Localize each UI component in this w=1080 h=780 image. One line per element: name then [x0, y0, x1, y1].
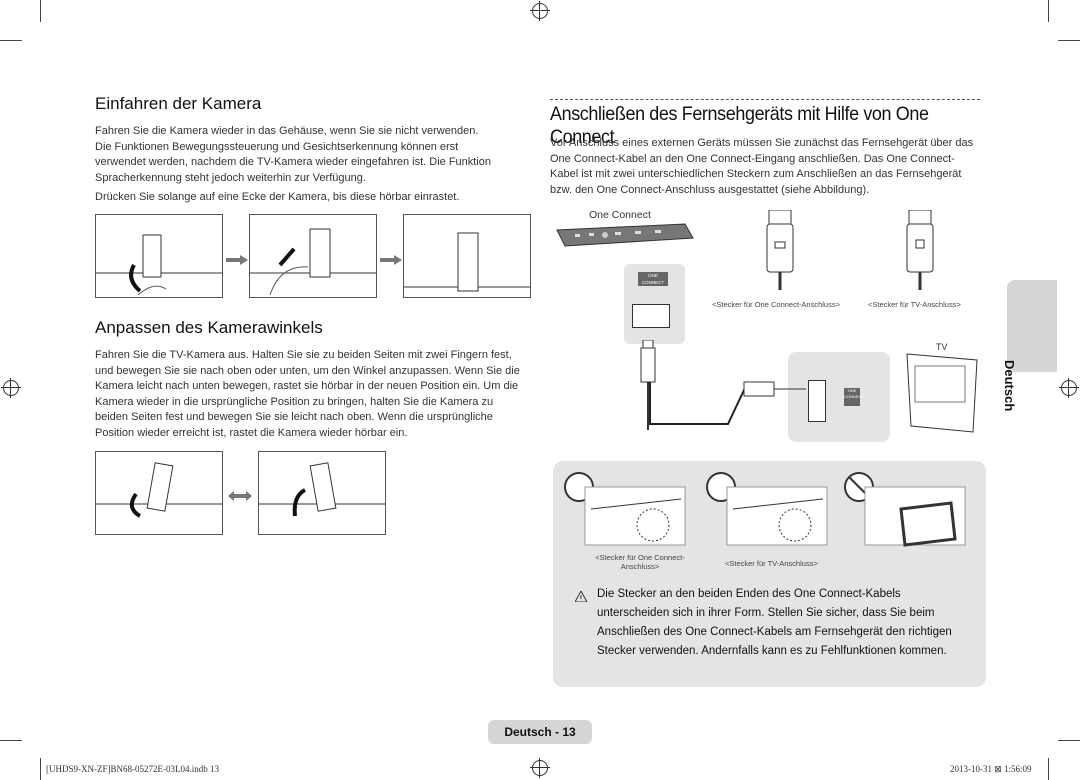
connect-paragraph: Vor Anschluss eines externen Geräts müss…: [550, 137, 974, 196]
crop-mark: [0, 40, 22, 41]
tv-label: TV: [936, 342, 948, 352]
one-connect-port-zoom: ONE CONNECT: [624, 264, 685, 344]
correct-plug-1-illustration: [561, 469, 693, 549]
one-connect-label: One Connect: [589, 209, 651, 221]
section-title-angle: Anpassen des Kamerawinkels: [95, 318, 323, 337]
language-side-tab-label: Deutsch: [1002, 360, 1017, 412]
port-socket: [632, 304, 670, 328]
retract-step-3-illustration: [403, 214, 531, 298]
print-date-value: 2013-10-31: [950, 764, 992, 774]
plug-tv-illustration: [905, 209, 935, 290]
bottom-label-tv: <Stecker für TV-Anschluss>: [725, 559, 818, 568]
print-date: 2013-10-31 ⊠ 1:56:09: [950, 764, 1032, 775]
one-connect-box-illustration: [555, 222, 695, 248]
plug-label-one-connect: <Stecker für One Connect-Anschluss>: [712, 300, 840, 309]
crop-mark: [1058, 40, 1080, 41]
crop-mark: [1058, 740, 1080, 741]
tv-illustration: [905, 352, 980, 440]
crop-mark: [40, 758, 41, 780]
bottom-label-one-connect-line2: Anschluss>: [620, 562, 660, 571]
warning-text: Die Stecker an den beiden Enden des One …: [597, 588, 952, 657]
cable-plug-one-connect: [638, 339, 658, 435]
registration-mark-icon: [530, 1, 550, 21]
registration-mark-icon: [530, 758, 550, 778]
plug-label-tv: <Stecker für TV-Anschluss>: [868, 300, 961, 309]
language-side-tab: Deutsch: [1002, 280, 1057, 411]
page-title: Anschließen des Fernsehgeräts mit Hilfe …: [550, 103, 929, 148]
registration-mark-icon: [1, 378, 21, 398]
warning-icon: [574, 589, 588, 607]
angle-down-illustration: [95, 451, 223, 535]
page-number-badge: Deutsch - 13: [488, 720, 592, 744]
print-time-value: 1:56:09: [1004, 764, 1032, 774]
angle-up-illustration: [258, 451, 386, 535]
registration-mark-icon: [1059, 378, 1079, 398]
retract-paragraph: Fahren Sie die Kamera wieder in das Gehä…: [95, 125, 492, 184]
crop-mark: [1048, 0, 1049, 22]
correct-plug-2-illustration: [703, 469, 835, 549]
arrow-right-icon: [226, 252, 248, 270]
retract-instruction: Drücken Sie solange auf eine Ecke der Ka…: [95, 191, 460, 203]
arrow-right-icon: [380, 252, 402, 270]
port-label: ONE CONNECT: [638, 272, 668, 286]
connection-warning-box: <Stecker für One Connect- Anschluss> <St…: [553, 461, 986, 687]
bottom-label-one-connect: <Stecker für One Connect- Anschluss>: [585, 553, 695, 571]
plug-one-connect-illustration: [765, 209, 795, 290]
tv-port-zoom: ONE CONNECT: [788, 352, 890, 442]
wrong-plug-illustration: [841, 469, 973, 553]
angle-paragraph: Fahren Sie die TV-Kamera aus. Halten Sie…: [95, 349, 520, 439]
section-title-retract: Einfahren der Kamera: [95, 94, 262, 113]
crop-mark: [0, 740, 22, 741]
tv-port-socket: [808, 380, 826, 422]
clock-icon: ⊠: [994, 764, 1002, 774]
title-divider: [550, 99, 980, 100]
retract-step-2-illustration: [249, 214, 377, 298]
double-arrow-icon: [228, 488, 252, 506]
crop-mark: [40, 0, 41, 22]
retract-step-1-illustration: [95, 214, 223, 298]
cable-to-tv: [648, 380, 818, 430]
bottom-label-one-connect-line1: <Stecker für One Connect-: [595, 553, 685, 562]
file-info: [UHDS9-XN-ZF]BN68-05272E-03L04.indb 13: [46, 764, 219, 774]
crop-mark: [1048, 758, 1049, 780]
tv-port-label: ONE CONNECT: [844, 388, 864, 406]
